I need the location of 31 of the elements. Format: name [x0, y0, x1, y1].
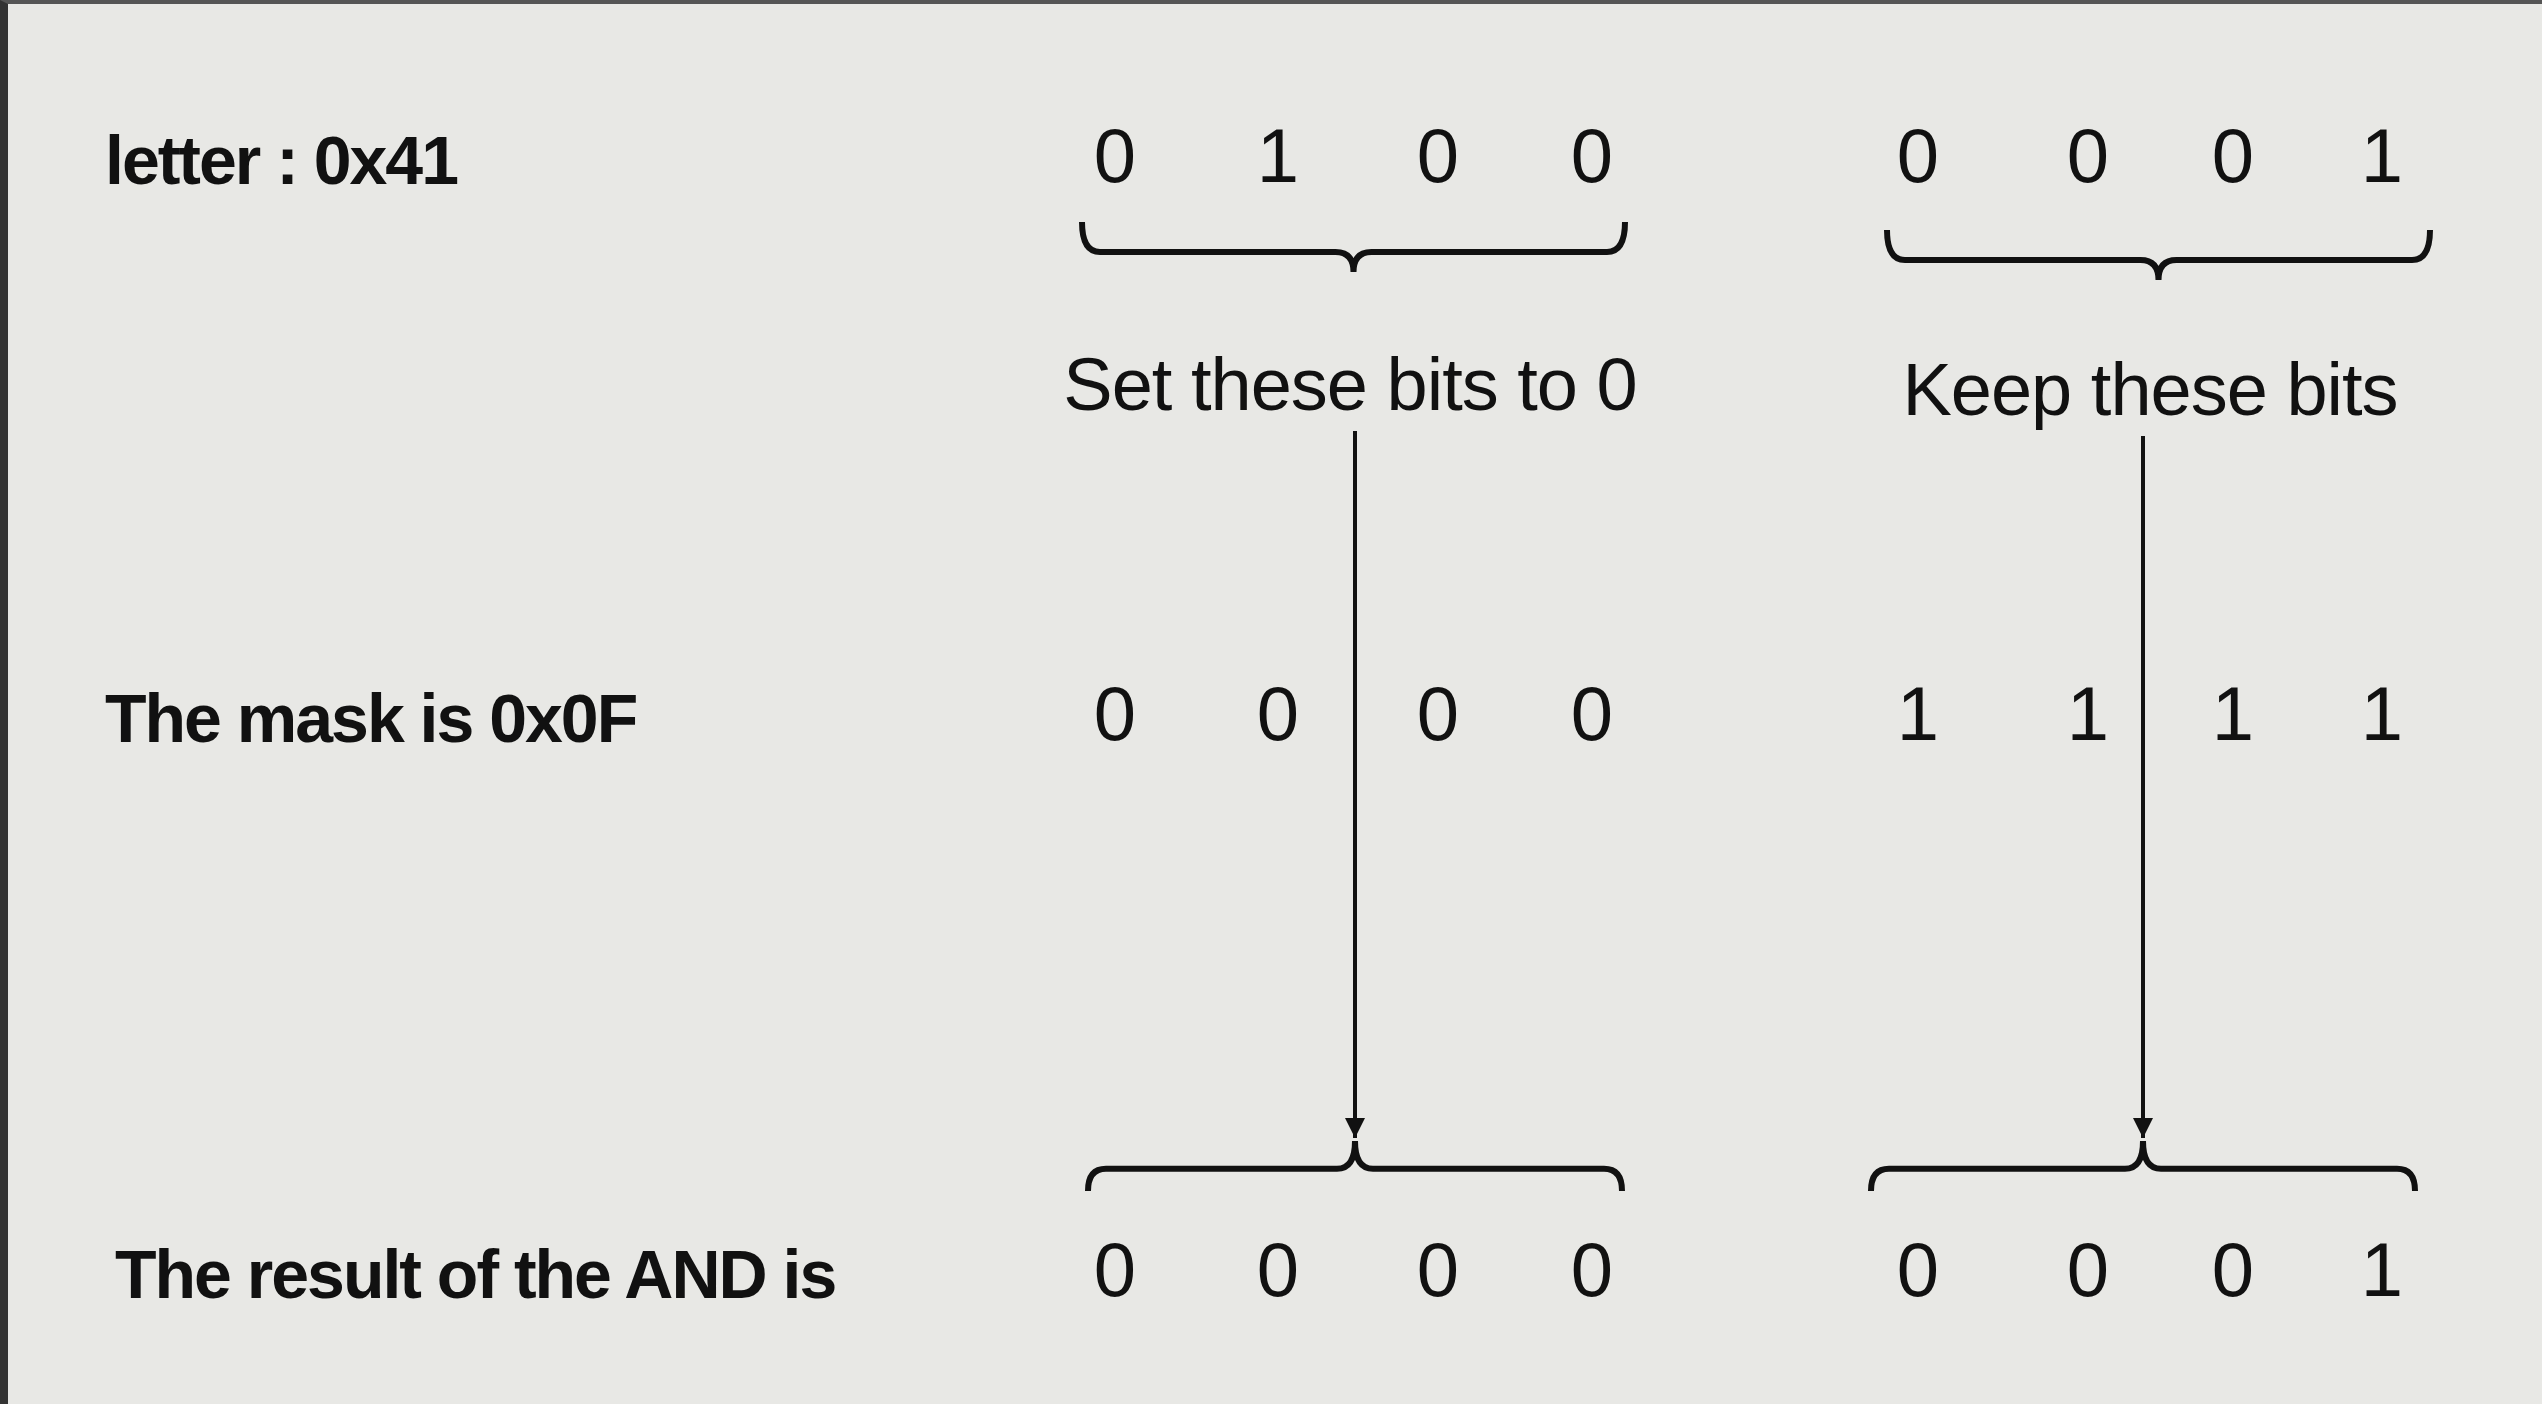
- bit-value: 0: [1093, 1232, 1137, 1308]
- bit-value: 1: [1256, 118, 1300, 194]
- bit-value: 0: [2066, 118, 2110, 194]
- bit-value: 0: [1570, 1232, 1614, 1308]
- bit-value: 1: [2066, 676, 2110, 752]
- bit-value: 0: [1570, 118, 1614, 194]
- bit-value: 1: [2360, 676, 2404, 752]
- arrow: [2133, 436, 2153, 1138]
- row-label: The result of the AND is: [115, 1240, 836, 1308]
- bit-value: 0: [1093, 118, 1137, 194]
- bit-value: 0: [1256, 1232, 1300, 1308]
- bit-value: 0: [1416, 676, 1460, 752]
- annotation-text: Keep these bits: [1865, 350, 2435, 430]
- bit-value: 0: [2211, 1232, 2255, 1308]
- bit-value: 0: [1093, 676, 1137, 752]
- bit-value: 1: [2360, 1232, 2404, 1308]
- bit-value: 0: [2211, 118, 2255, 194]
- row-label: letter : 0x41: [105, 126, 457, 194]
- bit-value: 0: [1896, 118, 1940, 194]
- bit-value: 0: [1416, 118, 1460, 194]
- bit-value: 0: [1896, 1232, 1940, 1308]
- bit-value: 0: [1256, 676, 1300, 752]
- bit-value: 0: [1416, 1232, 1460, 1308]
- bit-value: 1: [2211, 676, 2255, 752]
- bit-value: 0: [1570, 676, 1614, 752]
- arrow: [1345, 431, 1365, 1138]
- bit-value: 1: [2360, 118, 2404, 194]
- annotation-text: Set these bits to 0: [1010, 345, 1690, 425]
- bit-value: 1: [1896, 676, 1940, 752]
- row-label: The mask is 0x0F: [105, 684, 637, 752]
- bit-value: 0: [2066, 1232, 2110, 1308]
